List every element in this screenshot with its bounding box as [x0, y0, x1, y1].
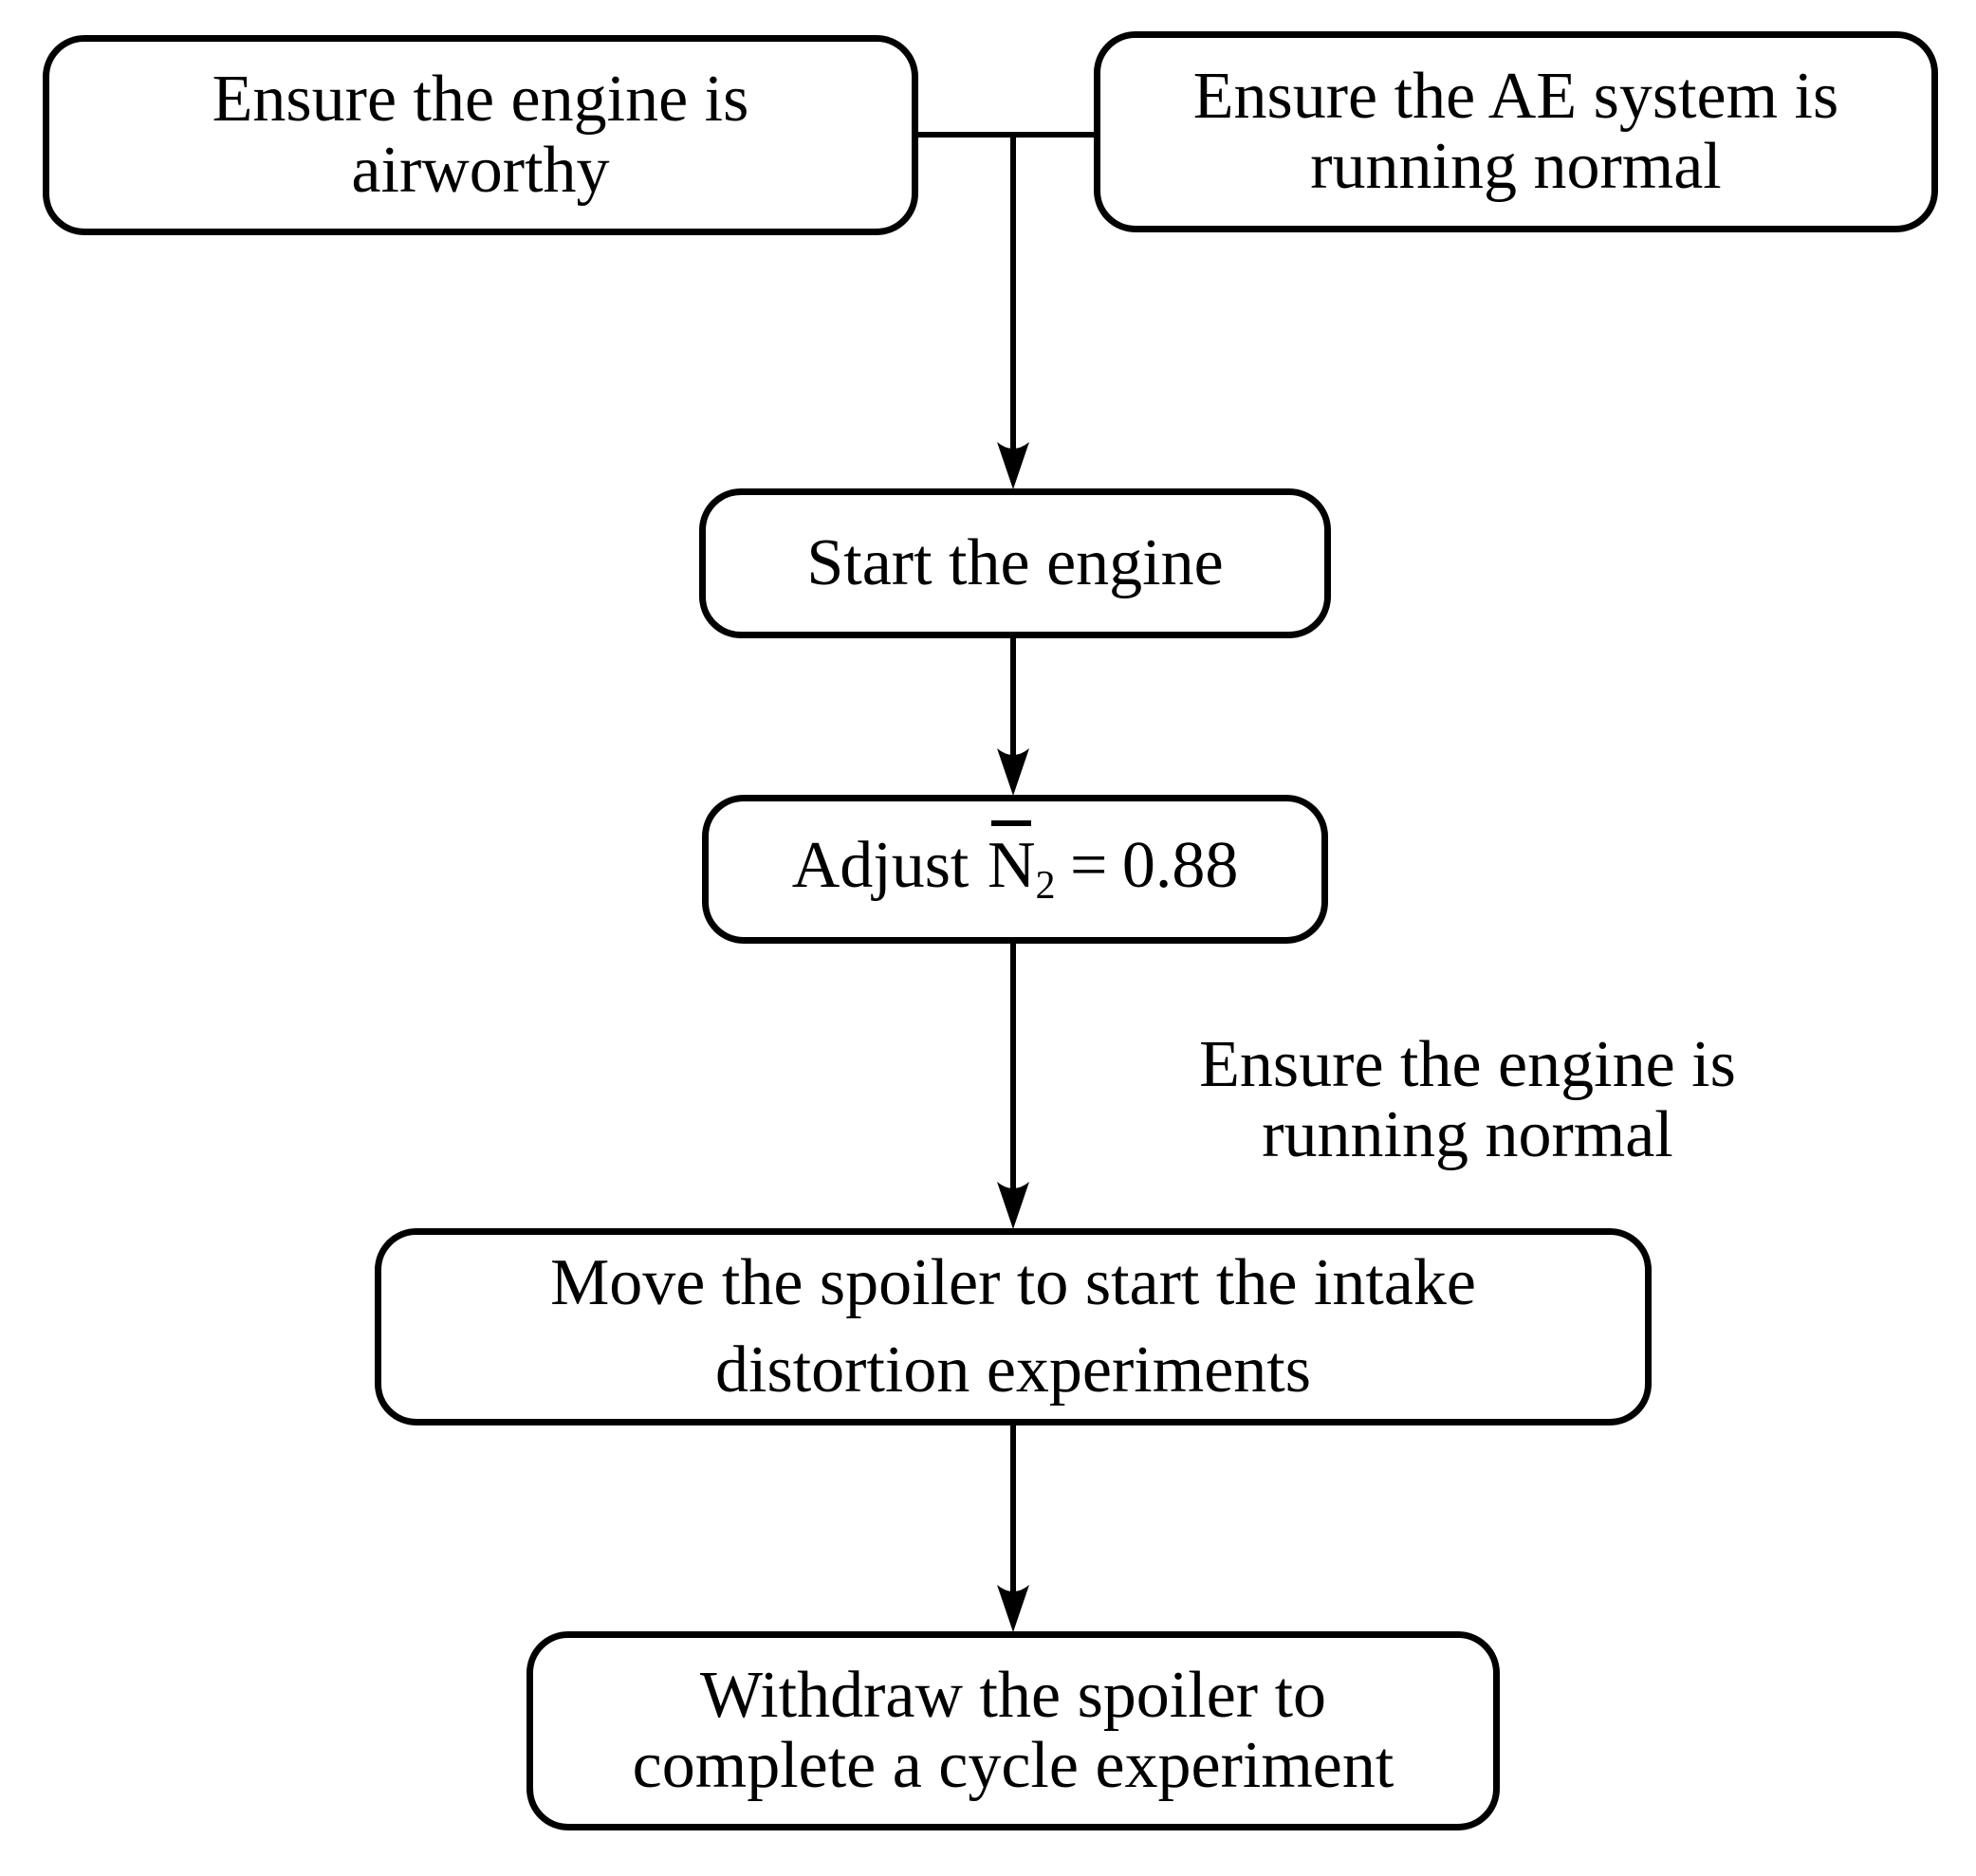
formula-word: Adjust	[791, 829, 970, 903]
edge-label-line: Ensure the engine is	[1199, 1028, 1736, 1101]
formula-symbol-nbar: N	[987, 820, 1036, 903]
node-withdraw-spoiler: Withdraw the spoiler to complete a cycle…	[526, 1631, 1500, 1830]
node-text-line: Move the spoiler to start the intake	[550, 1245, 1476, 1319]
arrowhead-icon	[997, 748, 1029, 796]
node-text-line: Start the engine	[806, 525, 1224, 599]
node-ensure-airworthy: Ensure the engine is airworthy	[43, 35, 918, 235]
node-text-line: Ensure the engine is	[212, 63, 749, 137]
node-text-line: Withdraw the spoiler to	[699, 1658, 1327, 1732]
edge-label-line: running normal	[1262, 1098, 1673, 1172]
arrowhead-icon	[997, 442, 1029, 489]
node-start-engine: Start the engine	[699, 488, 1331, 638]
node-text-line: complete a cycle experiment	[632, 1729, 1394, 1802]
formula-value: 0.88	[1121, 829, 1239, 903]
formula-equals: =	[1069, 829, 1108, 903]
node-text-line: Ensure the AE system is	[1192, 59, 1839, 133]
node-text-line: airworthy	[351, 133, 610, 207]
node-move-spoiler: Move the spoiler to start the intake dis…	[375, 1228, 1652, 1425]
node-text-line: distortion experiments	[715, 1333, 1311, 1407]
node-text-line: running normal	[1310, 130, 1722, 203]
arrowhead-icon	[997, 1182, 1029, 1229]
edge-label-engine-running-normal: Ensure the engine is running normal	[1112, 1028, 1823, 1172]
arrowhead-icon	[997, 1585, 1029, 1632]
formula-subscript: 2	[1035, 864, 1056, 909]
node-ensure-ae-normal: Ensure the AE system is running normal	[1094, 31, 1938, 232]
